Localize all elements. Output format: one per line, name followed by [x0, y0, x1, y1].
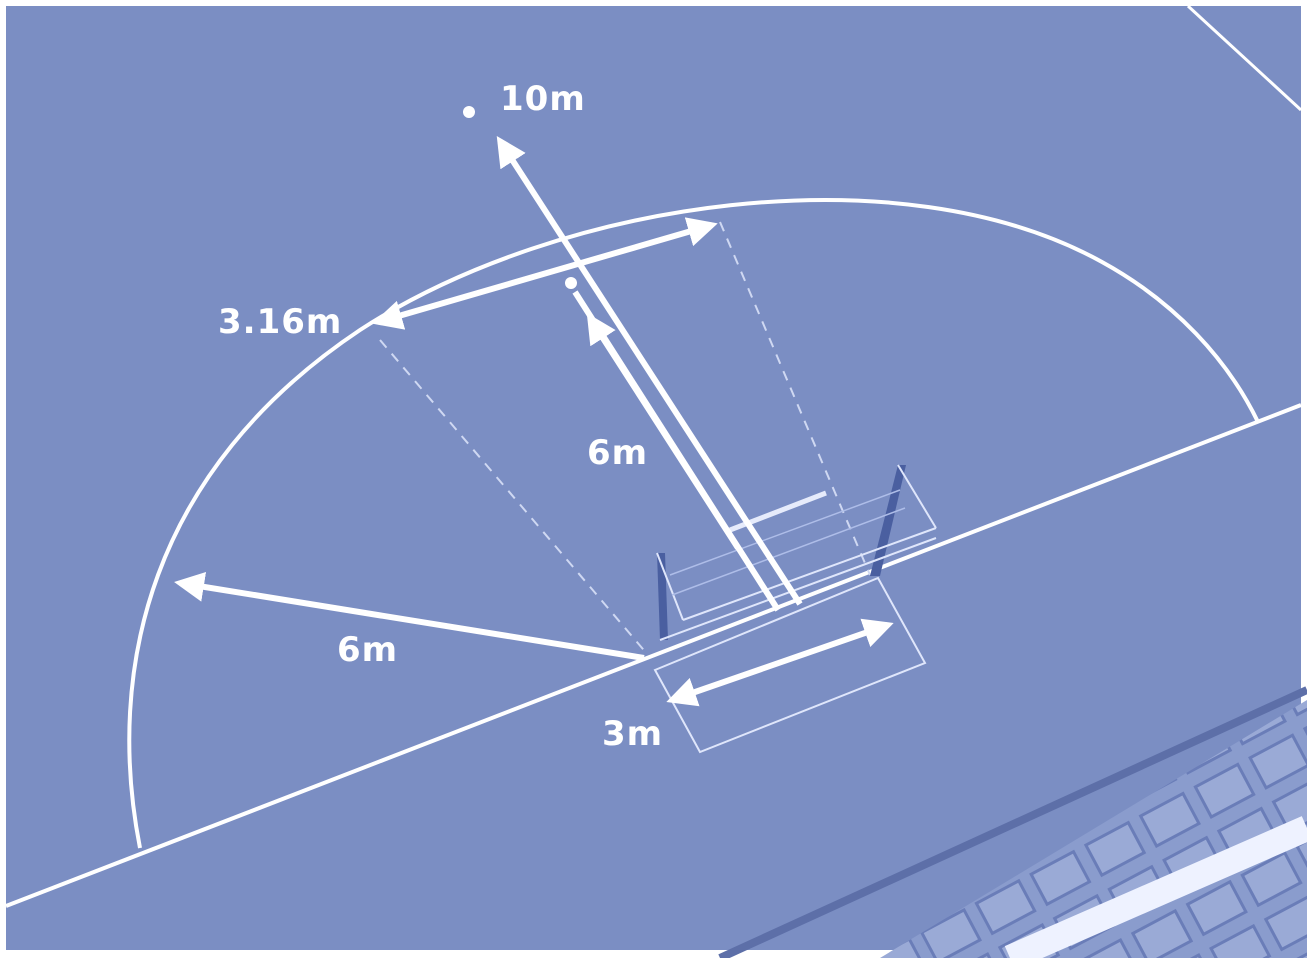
stands-edge [718, 686, 1307, 958]
penalty-mark [565, 277, 577, 289]
label-6m-radius: 6m [337, 630, 398, 670]
stands-walkway [1004, 816, 1307, 958]
label-6m-centre: 6m [587, 433, 648, 473]
arrow-3m [666, 618, 894, 707]
arrow-6m-radius [174, 572, 645, 661]
second-penalty-mark [463, 106, 475, 118]
arrow-6m-centre [586, 312, 741, 550]
goal-line [5, 403, 1302, 908]
arrow-3-16m [372, 217, 718, 330]
goal-area-outline [653, 576, 927, 754]
guide-line-right [719, 221, 871, 576]
label-3m: 3m [602, 714, 663, 754]
goal-frame [656, 464, 937, 641]
spectator-stands [880, 700, 1307, 958]
court-surface [6, 6, 1301, 950]
label-10m: 10m [500, 79, 586, 119]
guide-line-left [379, 339, 649, 656]
corner-line [1186, 4, 1303, 112]
label-3-16m: 3.16m [218, 302, 342, 342]
